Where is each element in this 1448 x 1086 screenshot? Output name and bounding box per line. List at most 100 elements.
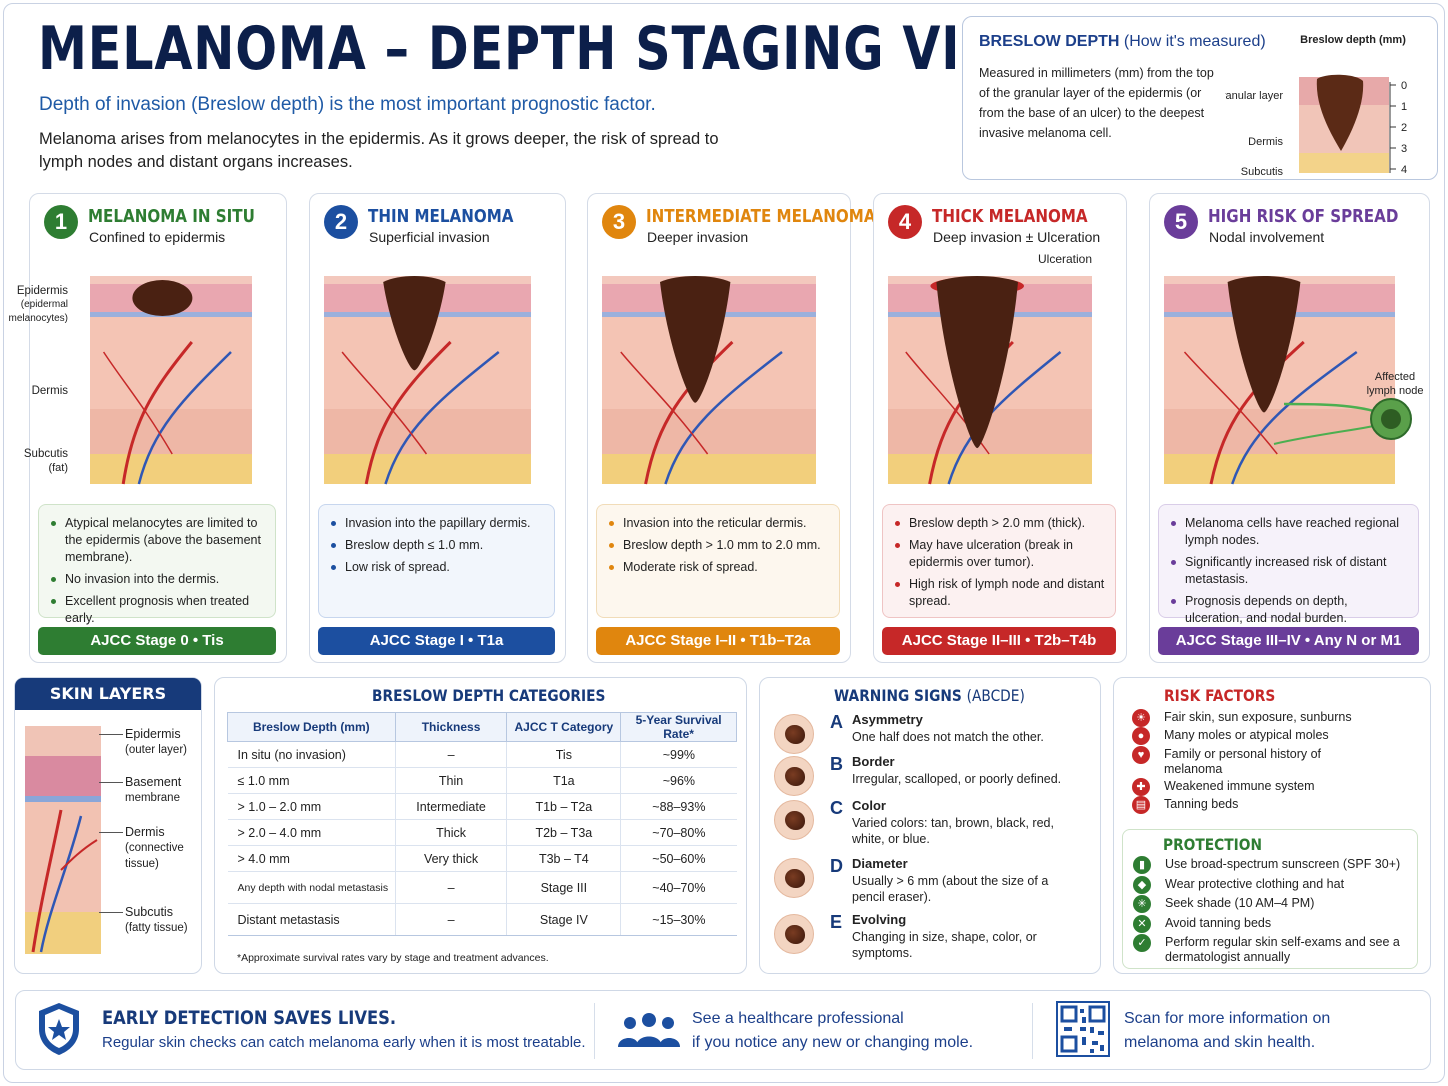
footer-divider [594, 1003, 595, 1059]
risk-factors-title: RISK FACTORS [1164, 686, 1276, 705]
stage-bullet: Breslow depth > 2.0 mm (thick). [893, 515, 1105, 532]
table-header-cell: Breslow Depth (mm) [227, 712, 396, 742]
stage-ajcc-label: AJCC Stage I • T1a [318, 627, 555, 655]
table-cell: – [394, 871, 507, 904]
qr-code-icon[interactable] [1056, 1001, 1110, 1057]
warning-sign-item: D Diameter Usually > 6 mm (about the siz… [774, 856, 1074, 908]
hat-icon: ◆ [1133, 876, 1151, 894]
table-cell: T2b – T3a [506, 819, 621, 846]
stage-card-4: 4 THICK MELANOMA Deep invasion ± Ulcerat… [873, 193, 1127, 663]
table-cell: T3b – T4 [506, 845, 621, 872]
table-header-cell: Thickness [394, 712, 508, 742]
stage-bullet: Breslow depth ≤ 1.0 mm. [329, 537, 544, 554]
table-row: Any depth with nodal metastasis–Stage II… [227, 871, 737, 904]
tanning-bed-icon: ▤ [1132, 796, 1150, 814]
warning-desc: Varied colors: tan, brown, black, red, w… [852, 816, 1054, 846]
stage-number-badge: 1 [44, 205, 78, 239]
figure-title: Breslow depth (mm) [1300, 34, 1406, 46]
stage-bullet: No invasion into the dermis. [49, 571, 265, 588]
stage-bullet: May have ulceration (break in epidermis … [893, 537, 1105, 571]
footer-text: Regular skin checks can catch melanoma e… [102, 1034, 586, 1051]
tumor-shape [936, 276, 1018, 449]
moles-icon: ● [1132, 727, 1150, 745]
warning-signs-title: WARNING SIGNS (ABCDE) [834, 686, 1025, 705]
warning-letter: E [830, 912, 843, 932]
stage-bullets: Breslow depth > 2.0 mm (thick). May have … [882, 504, 1116, 618]
mole-icon [774, 756, 814, 796]
warning-letter: C [830, 798, 843, 818]
stage-subtitle: Superficial invasion [369, 229, 490, 245]
table-cell: Stage III [506, 871, 621, 904]
stage-card-1: 1 MELANOMA IN SITU Confined to epidermis… [9, 193, 287, 663]
stage-title: THIN MELANOMA [368, 206, 514, 227]
risk-factor-item: ☀ Fair skin, sun exposure, sunburns [1132, 709, 1362, 727]
stage-subtitle: Deep invasion ± Ulceration [933, 229, 1101, 245]
footer-headline: EARLY DETECTION SAVES LIVES. [102, 1007, 397, 1029]
subcutis-label: Subcutis [1241, 166, 1284, 177]
stage-figure [84, 254, 280, 495]
protection-item: ◆ Wear protective clothing and hat [1133, 876, 1403, 894]
warning-letter: B [830, 754, 843, 774]
layer-leader-line [99, 782, 123, 783]
epidermis-side-label: Epidermis (epidermal melanocytes) [8, 285, 68, 324]
stage-bullet: High risk of lymph node and distant spre… [893, 576, 1105, 610]
mole-icon [774, 714, 814, 754]
stage-subtitle: Nodal involvement [1209, 229, 1325, 245]
stage-bullet: Significantly increased risk of distant … [1169, 554, 1408, 588]
protection-item: ✓ Perform regular skin self-exams and se… [1133, 934, 1403, 965]
skin-layer-item: Epidermis (outer layer) [125, 727, 187, 756]
table-cell: T1a [506, 767, 621, 794]
warning-desc: Changing in size, shape, color, or sympt… [852, 930, 1037, 960]
warning-name: Color [852, 798, 886, 813]
layer-leader-line [99, 912, 123, 913]
lymph-node-callout: Affected lymph node [1366, 371, 1424, 397]
dermis-label: Dermis [1248, 136, 1283, 148]
no-tanning-icon: ✕ [1133, 915, 1151, 933]
tumor-shape [132, 280, 193, 316]
warning-name: Asymmetry [852, 712, 923, 727]
breslow-measure-box: BRESLOW DEPTH (How it's measured) Measur… [962, 16, 1438, 180]
table-cell: > 1.0 – 2.0 mm [227, 793, 396, 820]
table-cell: ~70–80% [620, 819, 737, 846]
table-cell: Intermediate [394, 793, 507, 820]
subcutis-side-label: Subcutis (fat) [23, 448, 68, 474]
scale-tick-label: 2 [1401, 122, 1407, 134]
risk-factor-item: ♥ Family or personal history of melanoma [1132, 746, 1362, 777]
table-row: In situ (no invasion)–Tis~99% [227, 741, 737, 768]
scale-tick-label: 3 [1401, 143, 1407, 155]
table-cell: In situ (no invasion) [227, 741, 396, 768]
breslow-categories-panel: BRESLOW DEPTH CATEGORIES Breslow Depth (… [214, 677, 747, 974]
stage-title: INTERMEDIATE MELANOMA [646, 206, 876, 227]
layer-leader-line [99, 832, 123, 833]
skin-cross-section [888, 276, 1092, 485]
granular-layer-label: Granular layer [1225, 90, 1283, 102]
warning-desc: Irregular, scalloped, or poorly defined. [852, 772, 1062, 786]
tumor-shape [383, 276, 446, 371]
stage-bullets: Invasion into the papillary dermis.Bresl… [318, 504, 555, 618]
mole-icon [774, 858, 814, 898]
footer-professional: See a healthcare professional [692, 1010, 904, 1027]
stage-figure [318, 254, 559, 495]
risk-factor-item: ▤ Tanning beds [1132, 796, 1362, 814]
stage-bullet: Prognosis depends on depth, ulceration, … [1169, 593, 1408, 627]
stage-bullet: Excellent prognosis when treated early. [49, 593, 265, 627]
skin-cross-section [602, 276, 816, 485]
warning-desc: One half does not match the other. [852, 730, 1044, 744]
scale-tick-label: 4 [1401, 164, 1407, 176]
table-cell: Stage IV [506, 903, 621, 936]
stage-bullets: Invasion into the reticular dermis.Bresl… [596, 504, 840, 618]
stage-ajcc-label: AJCC Stage III–IV • Any N or M1 [1158, 627, 1419, 655]
warning-signs-panel: WARNING SIGNS (ABCDE) A Asymmetry One ha… [759, 677, 1101, 974]
stage-bullet: Atypical melanocytes are limited to the … [49, 515, 265, 566]
table-row: Distant metastasis–Stage IV~15–30% [227, 903, 737, 936]
table-header-cell: 5-Year Survival Rate* [620, 712, 737, 742]
stage-bullet: Low risk of spread. [329, 559, 544, 576]
stage-subtitle: Confined to epidermis [89, 229, 226, 245]
table-cell: ≤ 1.0 mm [227, 767, 396, 794]
tumor-shape [1316, 74, 1364, 151]
stage-card-5: 5 HIGH RISK OF SPREAD Nodal involvement … [1149, 193, 1430, 663]
